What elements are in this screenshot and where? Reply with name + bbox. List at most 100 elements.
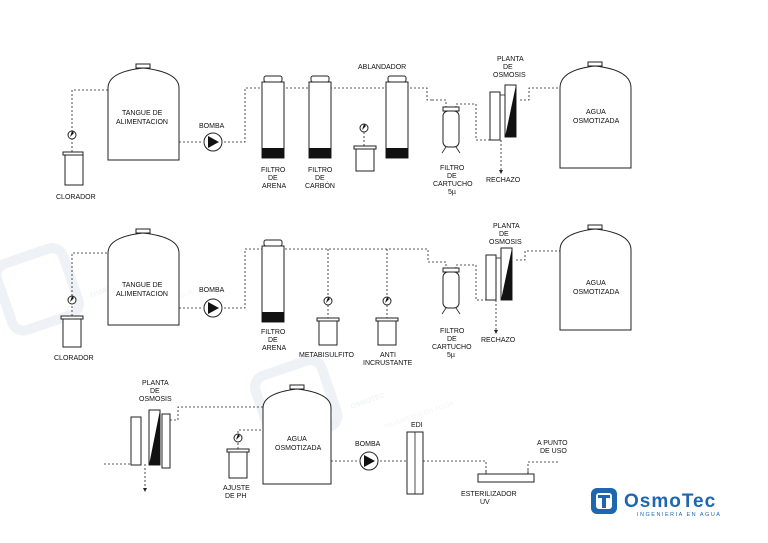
sand-filter (261, 245, 285, 323)
tank-cap (289, 384, 305, 390)
injector-arrow-icon (236, 434, 240, 440)
antiscalant-label-1: ANTI (380, 352, 396, 359)
carbon-filter-label-2: DE (315, 175, 325, 182)
sand-filter-label-1: FILTRO (261, 167, 286, 174)
ro-membrane-housing (489, 91, 501, 141)
cartridge-filter (442, 110, 460, 148)
filter-head-icon (310, 75, 330, 83)
watermark-logo-icon (0, 243, 84, 336)
product-tank-label-2: OSMOTIZADA (275, 445, 322, 452)
tank-label-line2: ALIMENTACION (116, 119, 168, 126)
clorador-tank (64, 154, 84, 186)
cartridge-label-1: FILTRO (440, 165, 465, 172)
metabisulfito-tank (318, 320, 338, 346)
point-of-use-label-2: DE USO (540, 448, 567, 455)
pipe (516, 250, 560, 261)
sand-filter-label-2: DE (268, 175, 278, 182)
ro-membrane-housing (485, 254, 497, 301)
filter-media (262, 312, 284, 322)
pump-arrow-icon (364, 455, 375, 467)
product-tank-label-1: AGUA (287, 436, 307, 443)
filter-media (262, 148, 284, 158)
uv-label-2: UV (480, 499, 490, 506)
cartridge-label-4: 5µ (447, 352, 455, 359)
product-tank-label-1: AGUA (586, 280, 606, 287)
antiscalant-label-2: INCRUSTANTE (363, 360, 413, 367)
filter-head-icon (387, 75, 407, 83)
pipe (520, 87, 560, 101)
logo-tagline: INGENIERIA EN AGUA (637, 512, 721, 518)
pump-arrow-icon (208, 136, 219, 148)
watermark-name: OSMOTEC (350, 392, 386, 410)
reject-label: RECHAZO (486, 177, 521, 184)
brine-tank (355, 148, 375, 172)
row-1: CLORADOR TANGUE DE ALIMENTACION BOMBA FI… (56, 56, 632, 201)
cartridge-filter (442, 271, 460, 309)
carbon-filter-label-1: FILTRO (308, 167, 333, 174)
clorador-label: CLORADOR (54, 355, 94, 362)
product-tank-label-1: AGUA (586, 109, 606, 116)
cartridge-legs (441, 146, 461, 154)
tank-cap (135, 63, 151, 69)
ro-plant-label-3: OSMOSIS (139, 396, 172, 403)
logo-icon-t-stem (602, 495, 606, 508)
brand-logo: OsmoTec INGENIERIA EN AGUA (591, 488, 721, 518)
ph-adjust-label-2: DE PH (225, 493, 246, 500)
pipe (527, 461, 560, 474)
row-2: CLORADOR TANGUE DE ALIMENTACION BOMBA FI… (54, 223, 632, 367)
ro-membrane-housing (161, 413, 171, 469)
cartridge-label-3: CARTUCHO (433, 181, 473, 188)
tank-cap (135, 228, 151, 234)
ro-plant-label-1: PLANTA (497, 56, 524, 63)
ph-adjust-label-1: AJUSTE (223, 485, 250, 492)
cartridge-label-2: DE (447, 173, 457, 180)
pipe (423, 460, 487, 474)
uv-sterilizer (477, 473, 535, 483)
product-tank-label-2: OSMOTIZADA (573, 289, 620, 296)
tank-cap (587, 224, 603, 230)
cartridge-label-1: FILTRO (440, 328, 465, 335)
clorador-tank (62, 318, 82, 348)
injector-arrow-icon (362, 124, 366, 130)
ro-membrane (505, 85, 516, 137)
logo-name: OsmoTec (624, 491, 716, 512)
reject-label: RECHAZO (481, 337, 516, 344)
injector-arrow-icon (70, 131, 74, 137)
ro-plant-label-3: OSMOSIS (493, 72, 526, 79)
pipe (71, 89, 108, 152)
sand-filter (261, 81, 285, 159)
softener-media (386, 148, 408, 158)
sand-filter-label-1: FILTRO (261, 329, 286, 336)
cartridge-label-3: CARTUCHO (432, 344, 472, 351)
feed-tank (107, 67, 180, 161)
point-of-use-label-1: A PUNTO (537, 440, 568, 447)
ph-adjust-tank (228, 451, 248, 479)
cartridge-head (442, 267, 460, 273)
ro-plant-label-1: PLANTA (142, 380, 169, 387)
sand-filter-label-2: DE (268, 337, 278, 344)
uv-ports (485, 470, 529, 474)
antiscalant-tank (377, 320, 397, 346)
filter-media (309, 148, 331, 158)
cartridge-label-2: DE (447, 336, 457, 343)
carbon-filter (308, 81, 332, 159)
metabisulfito-label: METABISULFITO (299, 352, 355, 359)
sand-filter-label-3: ARENA (262, 345, 286, 352)
ro-plant-label-2: DE (499, 231, 509, 238)
ro-plant-label-2: DE (503, 64, 513, 71)
pump-arrow-icon (208, 302, 219, 314)
softener (385, 81, 409, 159)
product-tank-label-2: OSMOTIZADA (573, 118, 620, 125)
pump-label: BOMBA (199, 123, 225, 130)
edi-label: EDI (411, 422, 423, 429)
uv-label-1: ESTERILIZADOR (461, 491, 517, 498)
cartridge-label-4: 5µ (448, 189, 456, 196)
ro-membrane-housing (130, 416, 142, 466)
row-3: PLANTA DE OSMOSIS AJUSTE DE PH AGUA OSMO… (104, 380, 568, 506)
sand-filter-label-3: ARENA (262, 183, 286, 190)
ro-plant-label-2: DE (150, 388, 160, 395)
pipe (71, 252, 108, 316)
product-tank (262, 388, 332, 485)
product-tank (559, 228, 632, 331)
